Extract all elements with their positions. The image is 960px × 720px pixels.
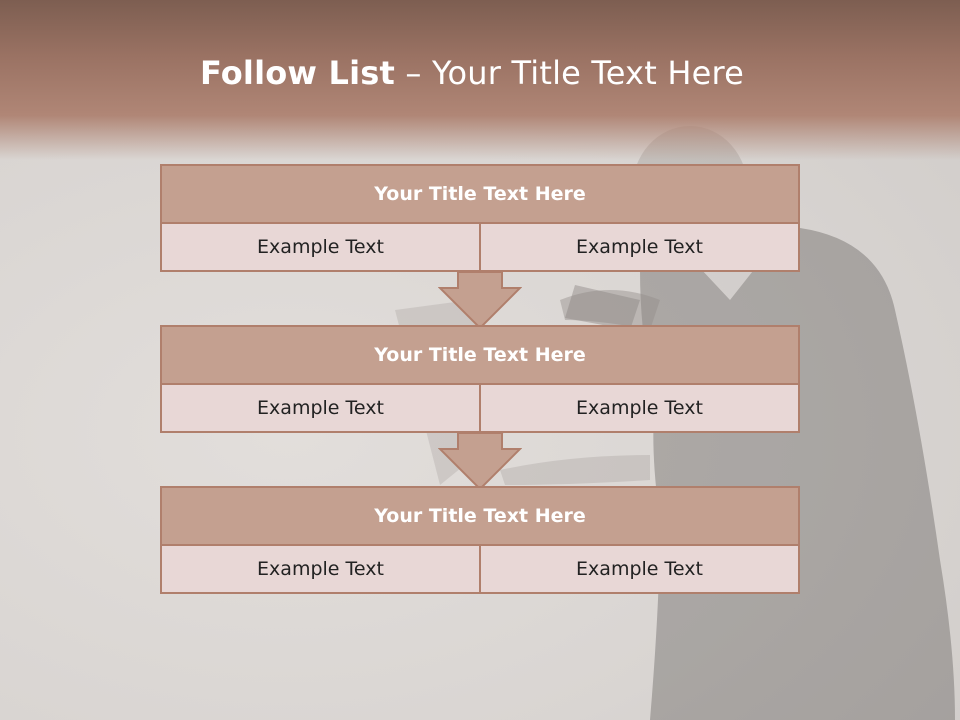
step-title: Your Title Text Here — [162, 327, 798, 385]
step-left-text: Example Text — [257, 397, 384, 419]
step-box-3: Your Title Text Here Example Text Exampl… — [160, 486, 800, 594]
down-arrow-icon — [438, 271, 522, 330]
step-row: Example Text Example Text — [162, 224, 798, 270]
step-right-text: Example Text — [479, 546, 798, 592]
step-title: Your Title Text Here — [162, 166, 798, 224]
step-box-1: Your Title Text Here Example Text Exampl… — [160, 164, 800, 272]
step-title: Your Title Text Here — [162, 488, 798, 546]
step-right-text: Example Text — [479, 224, 798, 270]
step-box-2: Your Title Text Here Example Text Exampl… — [160, 325, 800, 433]
step-left-text: Example Text — [257, 558, 384, 580]
down-arrow-icon — [438, 432, 522, 491]
header-band — [0, 0, 960, 160]
step-row: Example Text Example Text — [162, 385, 798, 431]
step-right-text: Example Text — [479, 385, 798, 431]
step-row: Example Text Example Text — [162, 546, 798, 592]
title-bold: Follow List — [199, 54, 396, 92]
title-rest: – Your Title Text Here — [395, 54, 745, 92]
slide-title: Follow List – Your Title Text Here — [0, 54, 944, 92]
step-left-text: Example Text — [257, 236, 384, 258]
